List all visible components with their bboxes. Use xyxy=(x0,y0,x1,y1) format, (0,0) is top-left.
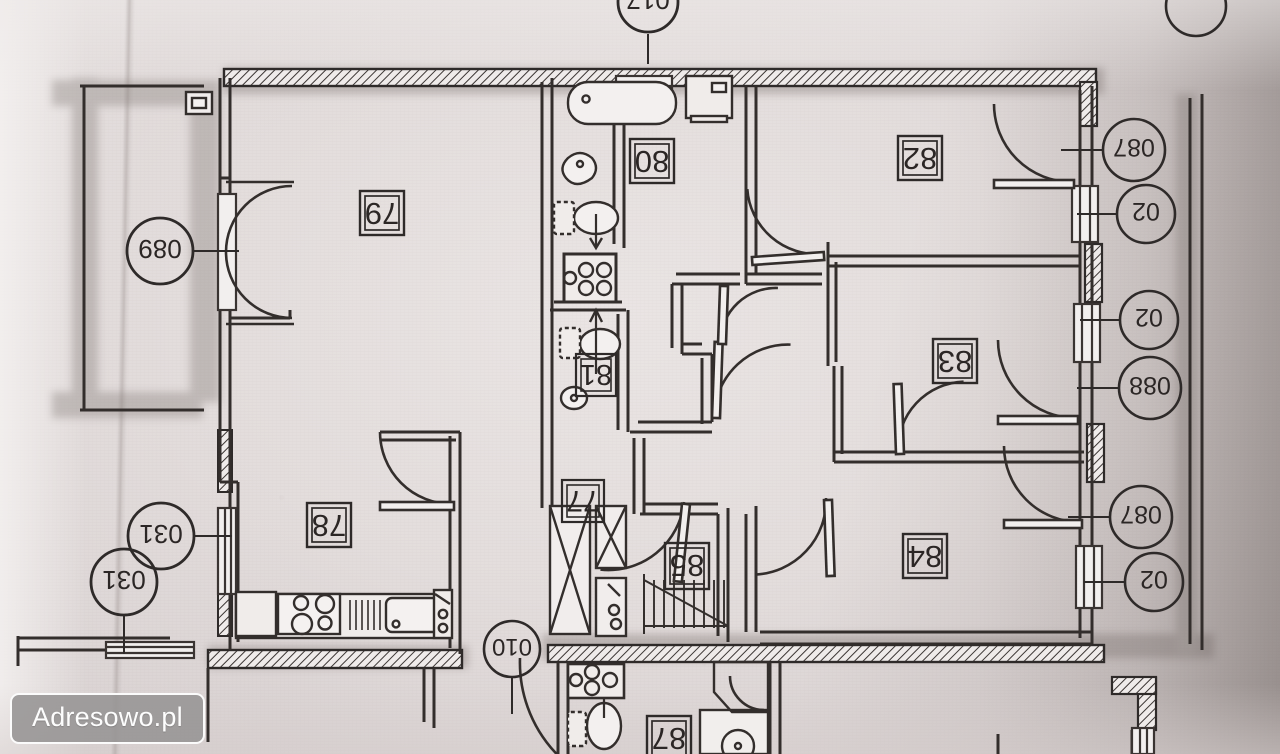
kitchen-counter-78 xyxy=(234,588,454,640)
marker-02-a: 02 xyxy=(1084,551,1185,613)
marker-partial-top xyxy=(1164,0,1228,38)
marker-label: 031 xyxy=(139,519,182,549)
room-number: 80 xyxy=(635,144,669,179)
element-markers: 02 087 088 02 02 xyxy=(89,0,1228,714)
marker-label: 017 xyxy=(626,0,669,15)
marker-02-b: 02 xyxy=(1080,289,1180,351)
room-label: 82 xyxy=(896,134,944,182)
marker-02-c: 02 xyxy=(1077,183,1177,245)
marker-088: 088 xyxy=(1077,355,1183,421)
marker-label: 02 xyxy=(1135,303,1163,331)
marker-031-a: 031 xyxy=(89,547,159,654)
room-number: 87 xyxy=(652,721,686,754)
marker-label: 088 xyxy=(1129,371,1171,399)
fixtures-87 xyxy=(566,660,770,754)
marker-087-a: 087 xyxy=(1068,484,1174,550)
marker-label: 031 xyxy=(102,565,145,595)
room-label: 78 xyxy=(305,501,353,549)
room-labels: 77 78 79 80 81 xyxy=(305,134,979,754)
marker-label: 087 xyxy=(1120,500,1162,528)
adresowo-watermark: Adresowo.pl xyxy=(10,693,205,744)
room-label: 83 xyxy=(931,337,979,385)
marker-089: 089 xyxy=(125,216,239,286)
room-number: 77 xyxy=(566,484,599,517)
room-label: 85 xyxy=(663,541,711,591)
wc-fixtures-81 xyxy=(552,200,622,411)
meter-box xyxy=(184,90,214,116)
room-label: 81 xyxy=(574,352,618,398)
paper-edge-left xyxy=(0,0,86,754)
marker-label: 02 xyxy=(1132,197,1160,225)
room-label: 80 xyxy=(628,137,676,185)
marker-017: 017 xyxy=(616,0,680,64)
marker-label: 087 xyxy=(1113,133,1155,161)
marker-label: 010 xyxy=(492,633,532,660)
room-number: 79 xyxy=(365,196,399,231)
fixtures xyxy=(184,74,770,754)
paper-edge-bottom xyxy=(0,684,1280,754)
room-number: 83 xyxy=(938,344,972,379)
room-label: 87 xyxy=(645,714,693,754)
room-number: 81 xyxy=(580,358,612,390)
exterior-walls xyxy=(206,67,1158,732)
marker-031-b: 031 xyxy=(126,501,232,571)
room-number: 84 xyxy=(908,539,942,574)
room-label: 79 xyxy=(358,189,406,237)
marker-label: 089 xyxy=(138,234,181,264)
room-label: 84 xyxy=(901,532,949,580)
room-number: 85 xyxy=(670,548,704,583)
marker-087-b: 087 xyxy=(1061,117,1167,183)
room-label: 77 xyxy=(560,478,606,524)
paper-edge-right-shadow xyxy=(980,0,1280,754)
room-number: 82 xyxy=(903,141,937,176)
marker-010: 010 xyxy=(482,619,542,714)
shafts xyxy=(548,504,628,638)
radiator-85 xyxy=(643,574,729,634)
bath-fixtures-80 xyxy=(561,74,734,186)
room-number: 78 xyxy=(312,508,346,543)
marker-label: 02 xyxy=(1140,565,1168,593)
